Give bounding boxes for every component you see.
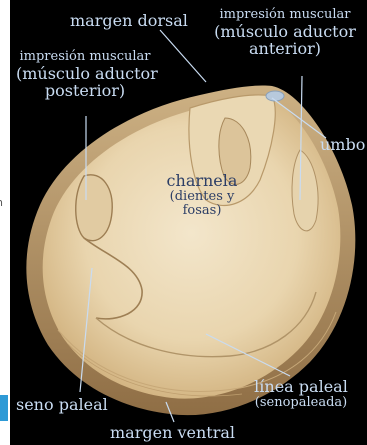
shell-diagram: margen dorsal impresión muscular (múscul… [10,0,367,445]
label-impresion-posterior-line2: (músculo aductor [16,65,154,83]
label-charnela-line1: charnela [156,172,248,190]
label-impresion-posterior: impresión muscular (músculo aductor post… [16,50,154,100]
label-margen-ventral: margen ventral [110,424,235,442]
label-charnela-line2: (dientes y [156,190,248,205]
label-impresion-posterior-line1: impresión muscular [16,50,154,65]
left-margin [0,0,10,445]
umbo-mark [266,91,284,101]
side-tab-marker [0,395,8,421]
label-impresion-anterior-line1: impresión muscular [210,8,360,23]
label-margen-dorsal: margen dorsal [70,12,188,30]
label-impresion-posterior-line3: posterior) [16,82,154,100]
posterior-muscle-scar [76,175,112,241]
label-umbo: umbo [320,136,365,154]
label-charnela-line3: fosas) [156,204,248,219]
label-impresion-anterior: impresión muscular (músculo aductor ante… [210,8,360,58]
label-linea-paleal: línea paleal (senopaleada) [240,378,362,410]
label-charnela: charnela (dientes y fosas) [156,172,248,219]
stray-character: n [0,196,3,209]
label-seno-paleal: seno paleal [16,396,108,414]
label-impresion-anterior-line2: (músculo aductor [210,23,360,41]
label-linea-paleal-line2: (senopaleada) [240,396,362,411]
label-impresion-anterior-line3: anterior) [210,40,360,58]
label-linea-paleal-line1: línea paleal [240,378,362,396]
